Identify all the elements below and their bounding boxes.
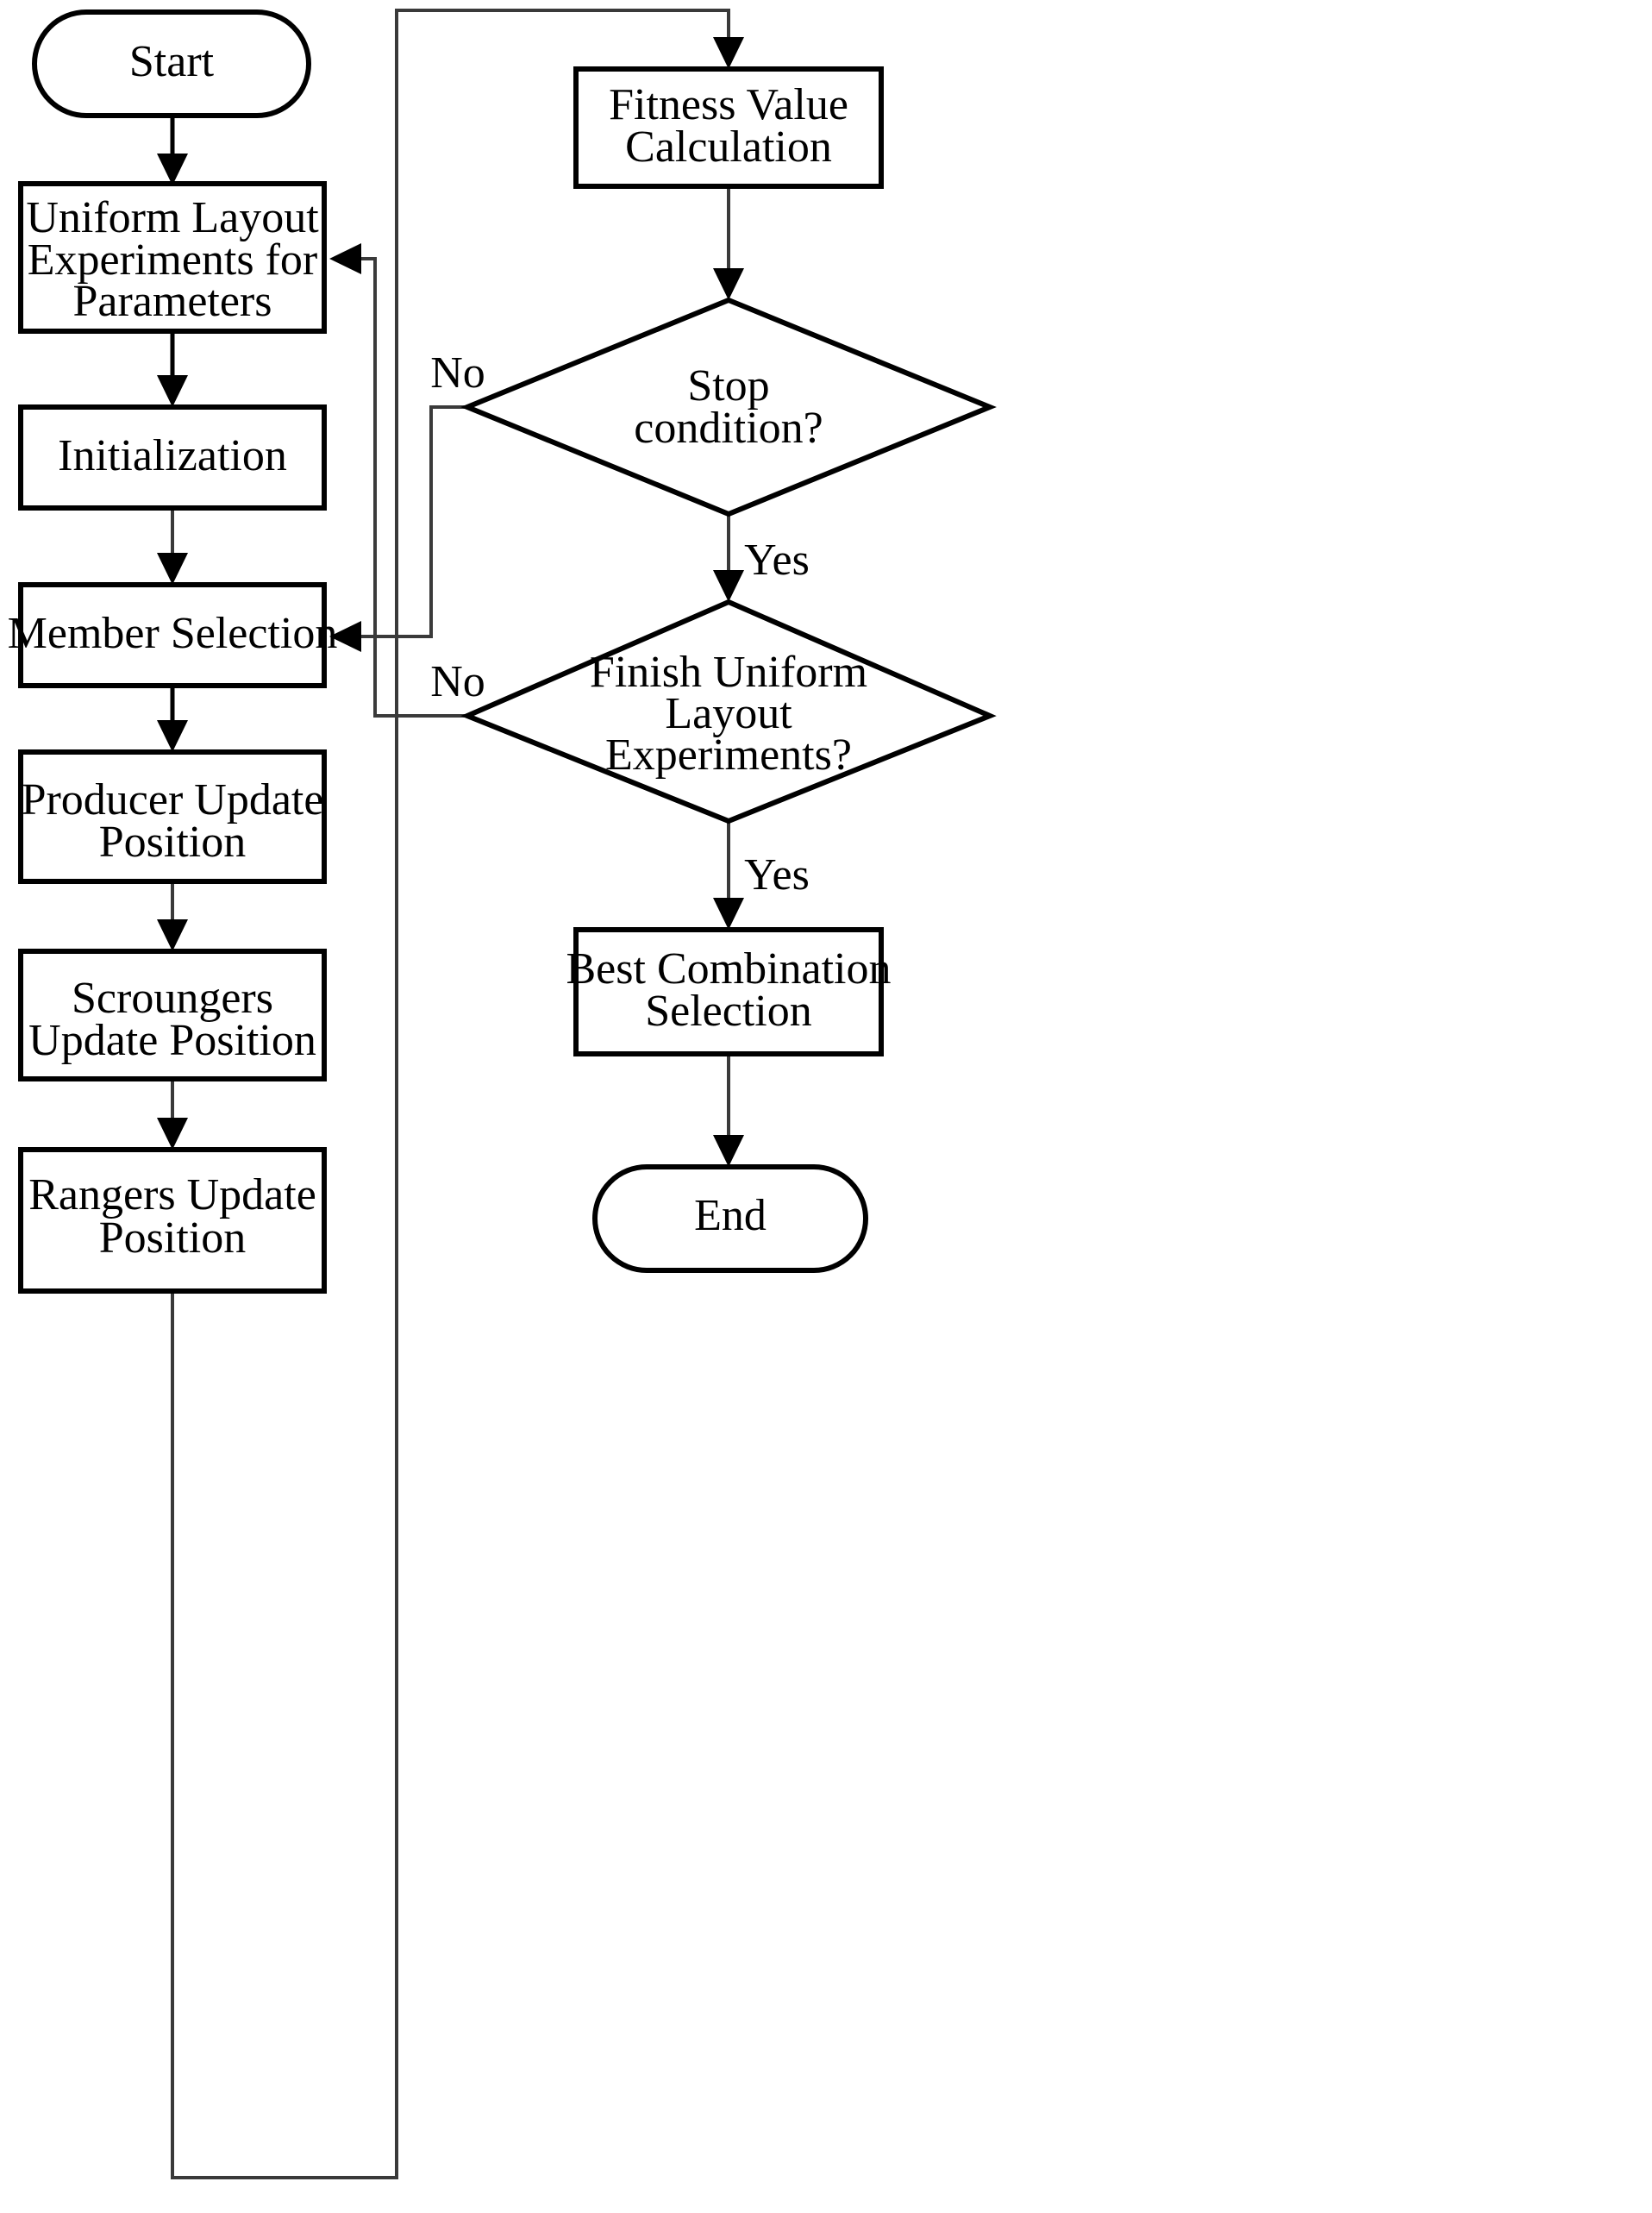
node-end-label: End — [694, 1191, 767, 1240]
node-best-combination[interactable]: Best Combination Selection — [566, 927, 892, 1056]
edge-label-finish-yes: Yes — [744, 850, 810, 900]
edge-producer-to-scroungers — [157, 881, 188, 951]
edge-label-stop-yes: Yes — [744, 536, 810, 585]
node-scroungers-update-label-1: Scroungers — [72, 974, 273, 1023]
node-start-label: Start — [129, 37, 215, 86]
node-end[interactable]: End — [592, 1164, 868, 1273]
node-best-combination-label-1: Best Combination — [566, 944, 892, 994]
node-stop-condition-label-1: Stop — [687, 361, 769, 411]
node-member-selection-label: Member Selection — [8, 609, 338, 658]
node-producer-update-label-2: Position — [99, 818, 247, 867]
node-producer-update-label-1: Producer Update — [22, 775, 324, 824]
edge-uniform-to-initialization — [157, 331, 188, 407]
node-rangers-update-label-1: Rangers Update — [28, 1170, 316, 1219]
node-best-combination-label-2: Selection — [645, 987, 812, 1036]
edge-member-to-producer — [157, 686, 188, 752]
node-initialization[interactable]: Initialization — [18, 404, 327, 511]
node-uniform-layout-label-2: Experiments for — [28, 235, 317, 285]
node-finish-uniform-label-3: Experiments? — [605, 730, 852, 780]
edge-stop-no-to-member — [329, 405, 466, 652]
edge-start-to-uniform — [157, 116, 188, 185]
edge-stop-yes-to-finish — [713, 514, 744, 602]
node-stop-condition[interactable]: Stop condition? — [460, 297, 997, 517]
edge-scroungers-to-rangers — [157, 1079, 188, 1150]
node-rangers-update[interactable]: Rangers Update Position — [18, 1147, 327, 1294]
node-fitness-value-label-2: Calculation — [625, 122, 832, 172]
edge-initialization-to-member — [157, 508, 188, 585]
edge-rangers-to-fitness — [171, 9, 744, 2179]
node-uniform-layout-label-1: Uniform Layout — [26, 193, 319, 242]
node-initialization-label: Initialization — [58, 431, 287, 480]
node-scroungers-update[interactable]: Scroungers Update Position — [18, 949, 327, 1081]
node-finish-uniform[interactable]: Finish Uniform Layout Experiments? — [460, 599, 997, 824]
edge-label-stop-no: No — [430, 348, 485, 398]
node-start[interactable]: Start — [32, 9, 311, 118]
node-stop-condition-label-2: condition? — [634, 404, 823, 453]
edge-label-finish-no: No — [430, 657, 485, 706]
edge-finish-no-to-uniform — [329, 243, 466, 718]
edge-fitness-to-stop — [713, 186, 744, 300]
node-fitness-value[interactable]: Fitness Value Calculation — [573, 66, 884, 189]
node-scroungers-update-label-2: Update Position — [28, 1016, 316, 1065]
node-member-selection[interactable]: Member Selection — [8, 582, 338, 688]
node-uniform-layout[interactable]: Uniform Layout Experiments for Parameter… — [18, 181, 327, 334]
node-producer-update[interactable]: Producer Update Position — [18, 749, 327, 884]
edge-best-to-end — [713, 1054, 744, 1167]
node-rangers-update-label-2: Position — [99, 1213, 247, 1263]
node-finish-uniform-label-2: Layout — [665, 689, 792, 738]
node-fitness-value-label-1: Fitness Value — [609, 80, 848, 129]
node-uniform-layout-label-3: Parameters — [72, 277, 272, 326]
node-finish-uniform-label-1: Finish Uniform — [590, 648, 867, 697]
edge-finish-yes-to-best — [713, 821, 744, 930]
